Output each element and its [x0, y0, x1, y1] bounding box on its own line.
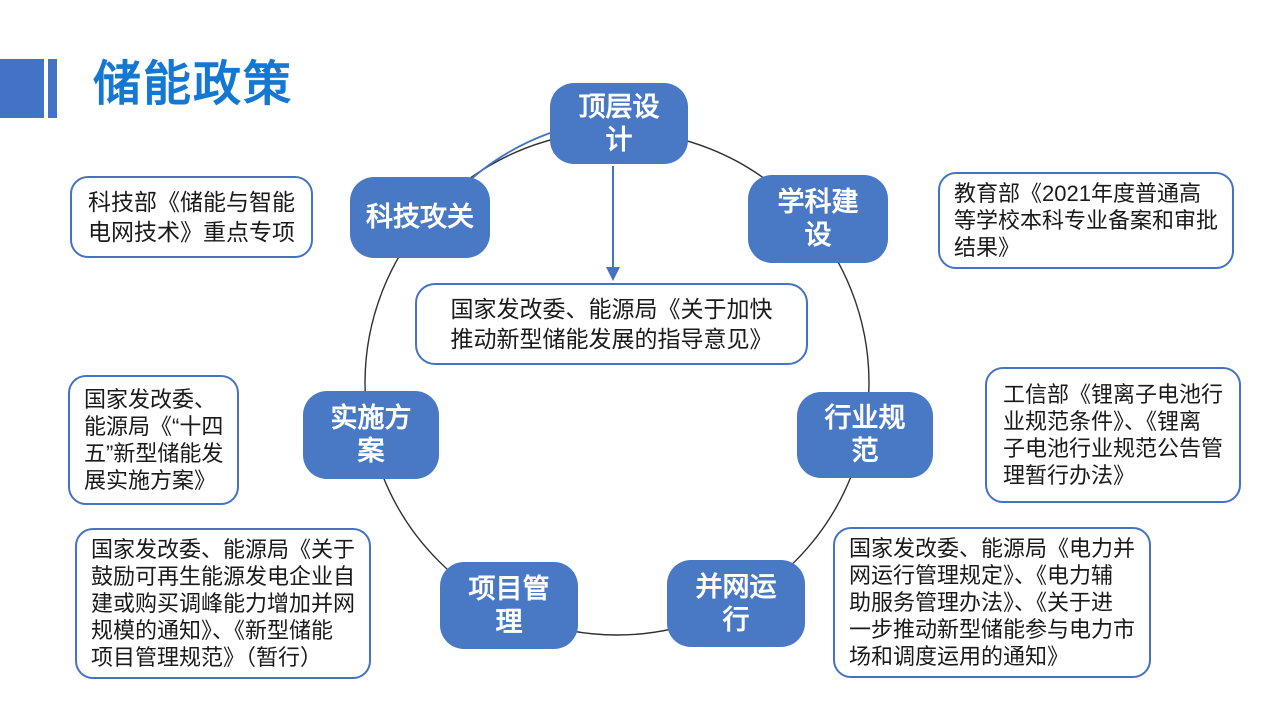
down-arrow-head-icon	[606, 267, 620, 281]
node-discipline-construction: 学科建 设	[748, 175, 888, 263]
node-industry-standards: 行业规 范	[797, 392, 933, 478]
title-decoration-square	[0, 59, 44, 118]
node-project-management: 项目管 理	[440, 562, 578, 649]
node-top-level-design: 顶层设 计	[550, 83, 688, 164]
callout-project-policy: 国家发改委、能源局《关于 鼓励可再生能源发电企业自 建或购买调峰能力增加并网 规…	[75, 528, 372, 679]
callout-implementation-policy: 国家发改委、 能源局《“十四 五”新型储能发 展实施方案》	[68, 375, 240, 505]
arc-connector-icon	[469, 132, 551, 181]
node-implementation-plan: 实施方 案	[303, 391, 439, 479]
callout-grid-policy: 国家发改委、能源局《电力并 网运行管理规定》、《电力辅 助服务管理办法》、《关于…	[833, 527, 1152, 678]
callout-discipline-policy: 教育部《2021年度普通高 等学校本科专业备案和审批 结果》	[938, 172, 1235, 269]
title-decoration-bar	[48, 59, 57, 118]
center-policy-box: 国家发改委、能源局《关于加快 推动新型储能发展的指导意见》	[415, 283, 808, 365]
callout-industry-policy: 工信部《锂离子电池行 业规范条件》、《锂离 子电池行业规范公告管 理暂行办法》	[985, 367, 1242, 503]
page-title: 储能政策	[93, 58, 294, 111]
node-tech-research: 科技攻关	[350, 177, 490, 258]
node-grid-operation: 并网运 行	[667, 560, 805, 647]
callout-tech-research-policy: 科技部《储能与智能 电网技术》重点专项	[70, 176, 313, 258]
